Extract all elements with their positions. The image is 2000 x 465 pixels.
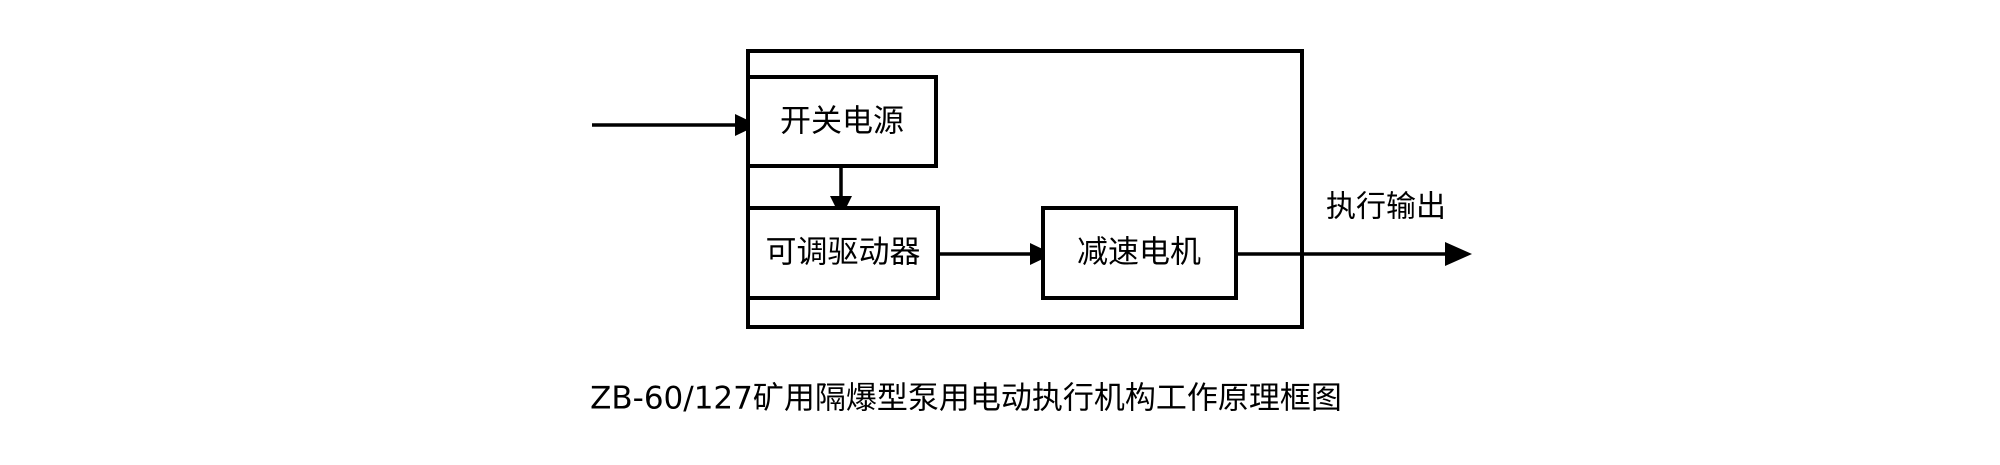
arrowhead-actuator-output (1445, 242, 1472, 266)
block-switching-power-supply[interactable]: 开关电源 (746, 75, 938, 168)
block-switching-power-supply-label: 开关电源 (780, 104, 904, 140)
block-gear-reduction-motor-rect[interactable] (1041, 206, 1238, 300)
connector-driver-to-motor (938, 243, 1053, 265)
block-adjustable-driver-rect[interactable] (746, 206, 940, 300)
block-gear-reduction-motor[interactable]: 减速电机 (1041, 206, 1238, 300)
connector-actuator-output-label: 执行输出 (1326, 190, 1446, 225)
block-switching-power-supply-rect[interactable] (746, 75, 938, 168)
block-adjustable-driver[interactable]: 可调驱动器 (746, 206, 940, 300)
diagram-caption: ZB-60/127矿用隔爆型泵用电动执行机构工作原理框图 (590, 381, 1342, 417)
block-adjustable-driver-label: 可调驱动器 (766, 235, 921, 271)
connector-power-input (592, 114, 758, 136)
explosion-proof-enclosure-boundary (746, 49, 1304, 329)
block-gear-reduction-motor-label: 减速电机 (1077, 235, 1201, 271)
connector-actuator-output: 执行输出 (1236, 190, 1472, 266)
